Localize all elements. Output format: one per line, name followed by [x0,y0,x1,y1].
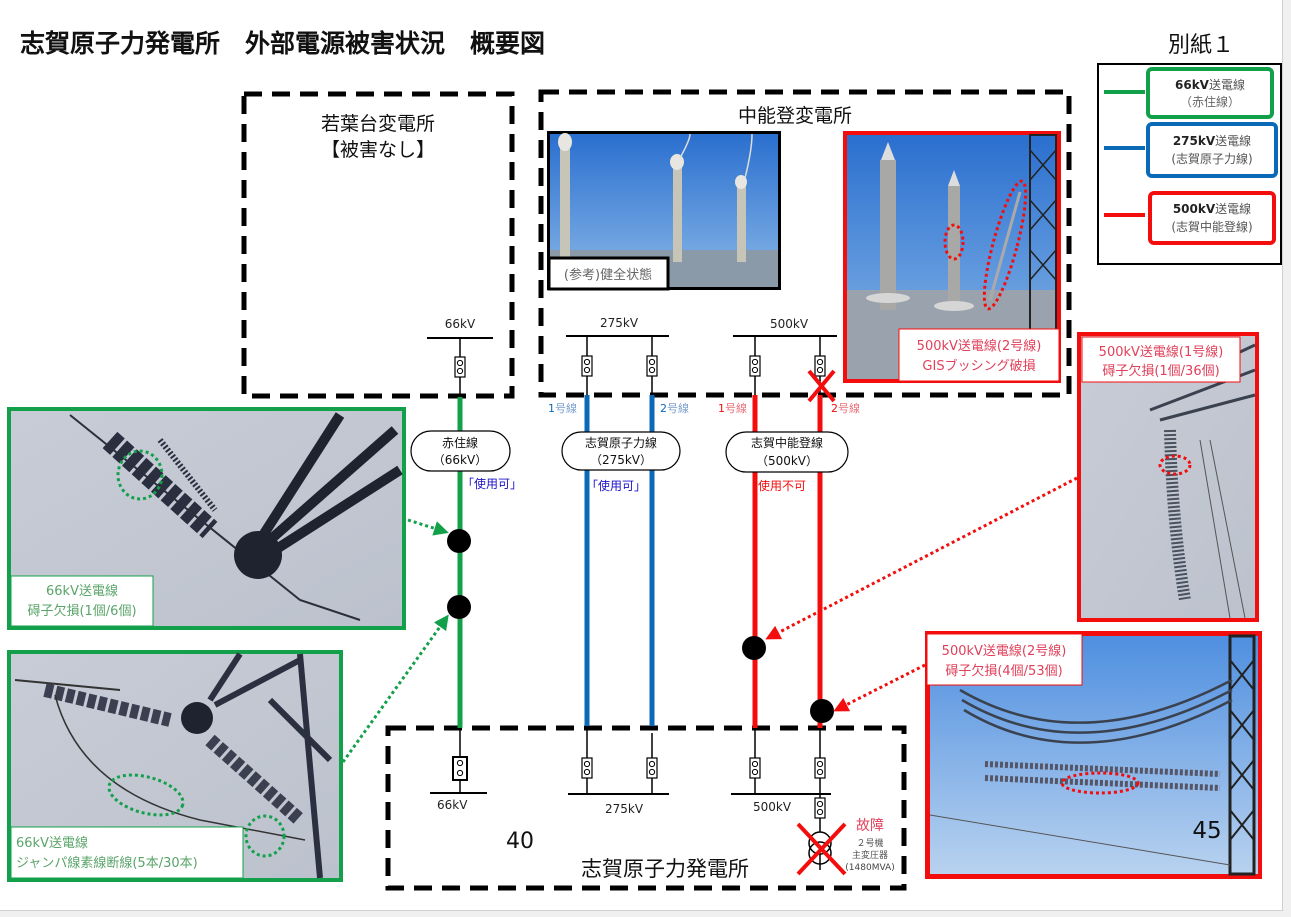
breaker-fault-x-icon [807,369,836,403]
transformer-capacity: (1480MVA) [845,863,894,873]
bus-bottom-275-label: 275kV [605,802,644,816]
insulator-66-caption-line2: 碍子欠損(1個/6個) [27,603,136,619]
legend-66-suffix: 送電線 [1209,77,1245,92]
insulator-500-2-caption-line2: 碍子欠損(4個/53個) [945,663,1062,679]
arrow-500kv-line1 [765,476,1078,640]
line-label-shika-nuclear: 志賀原子力線 （275kV） [561,431,681,471]
svg-text:（66kV）: （66kV） [433,453,487,467]
svg-text:（500kV）: （500kV） [756,454,818,468]
damage-point-500kv-line2 [810,699,834,723]
arrow-66kv-jumper [341,614,449,763]
jumper-66kv-photo: 66kV送電線 ジャンパ線素線断線(5本/30本) [7,650,343,882]
legend-66-voltage: 66kV [1175,78,1210,92]
nakanoto-substation-box [538,89,1072,398]
svg-text:志賀中能登線: 志賀中能登線 [751,435,823,450]
reference-photo: (参考)健全状態 [547,131,781,291]
damage-point-66kv-insulator [447,529,471,553]
wakabadai-substation-box [241,91,515,399]
label-275-circuit2: 2号線 [660,401,689,415]
damage-point-66kv-jumper [447,595,471,619]
bottom-buses: 66kV 275kV 500kV [430,728,831,870]
insulator-66-caption-line1: 66kV送電線 [46,583,118,599]
bus-top-275-label: 275kV [600,316,639,330]
bus-bottom-500-label: 500kV [753,800,792,814]
label-500-circuit1: 1号線 [718,401,747,415]
wakabadai-name: 若葉台変電所 [321,113,435,135]
nakanoto-name: 中能登変電所 [738,105,852,127]
label-500-circuit2: 2号線 [831,401,860,415]
legend-500-name: (志賀中能登線) [1171,219,1252,234]
legend-500-voltage: 500kV [1173,202,1216,216]
transformer-name: 主変圧器 [852,849,888,861]
svg-text:275kV送電線: 275kV送電線 [1173,133,1251,148]
insulator-66kv-photo: 66kV送電線 碍子欠損(1個/6個) [7,407,406,630]
status-shika-nakanoto: 使用不可 [758,478,806,493]
bus-top-66-label: 66kV [445,317,476,331]
line-label-akasumi: 赤住線 （66kV） [410,430,511,472]
legend-275-name: (志賀原子力線) [1171,151,1252,166]
svg-text:500kV送電線: 500kV送電線 [1173,201,1251,216]
legend: 66kV送電線 （赤住線） 275kV送電線 (志賀原子力線) 500kV送電線… [1097,63,1282,265]
label-275-circuit1: 1号線 [548,401,577,415]
svg-text:（275kV）: （275kV） [590,453,652,467]
overlay-page-number: 40 [506,829,534,854]
jumper-66-caption-line2: ジャンパ線素線断線(5本/30本) [16,855,198,871]
insulator-500-2-caption-line1: 500kV送電線(2号線) [942,643,1067,659]
svg-text:66kV送電線: 66kV送電線 [1175,77,1245,92]
page-title: 志賀原子力発電所 外部電源被害状況 概要図 [20,29,545,58]
wakabadai-status: 【被害なし】 [321,139,435,161]
svg-text:志賀原子力線: 志賀原子力線 [585,435,657,450]
transformer-fault-x-icon [796,822,847,876]
legend-275-suffix: 送電線 [1215,133,1251,148]
legend-item-275kv: 275kV送電線 (志賀原子力線) [1104,122,1278,178]
legend-66-name: （赤住線） [1180,94,1240,109]
legend-item-66kv: 66kV送電線 （赤住線） [1104,67,1274,119]
status-akasumi: 「使用可」 [462,476,522,491]
svg-text:赤住線: 赤住線 [442,435,478,450]
legend-500-suffix: 送電線 [1215,201,1251,216]
transformer-unit: ２号機 [856,837,883,849]
shika-plant-box [385,725,907,891]
top-buses: 66kV 275kV 500kV [427,316,837,403]
transformer-fault-label: 故障 [856,818,884,834]
arrow-66kv-insulator [407,518,449,536]
bus-bottom-66-label: 66kV [437,798,468,812]
status-shika-nuclear: 「使用可」 [586,478,646,493]
gis-caption-line2: GISブッシング破損 [922,358,1035,374]
damage-point-500kv-line1 [742,636,766,660]
legend-275-voltage: 275kV [1173,134,1216,148]
insulator-500-1-caption-line2: 碍子欠損(1個/36個) [1102,363,1219,379]
main-transformer-unit2: 故障 ２号機 主変圧器 (1480MVA) [796,818,895,876]
insulator-500kv-line1-photo: 500kV送電線(1号線) 碍子欠損(1個/36個) [1077,332,1259,622]
arrow-500kv-line2 [833,663,926,712]
reference-photo-caption: (参考)健全状態 [564,267,652,283]
gis-bushing-photo: 500kV送電線(2号線) GISブッシング破損 [843,131,1061,383]
insulator-500-1-caption-line1: 500kV送電線(1号線) [1099,344,1224,360]
insulator-500-2-overlay-number: 45 [1192,818,1221,844]
insulator-500kv-line2-photo: 500kV送電線(2号線) 碍子欠損(4個/53個) 45 [925,631,1262,879]
transformer-icon [808,831,832,855]
jumper-66-caption-line1: 66kV送電線 [16,835,88,851]
shika-plant-name: 志賀原子力発電所 [581,857,749,881]
bus-top-500-label: 500kV [770,317,809,331]
gis-caption-line1: 500kV送電線(2号線) [917,338,1042,354]
legend-item-500kv: 500kV送電線 (志賀中能登線) [1104,191,1276,245]
attachment-label: 別紙１ [1168,33,1234,58]
line-label-shika-nakanoto: 志賀中能登線 （500kV） [725,431,849,473]
